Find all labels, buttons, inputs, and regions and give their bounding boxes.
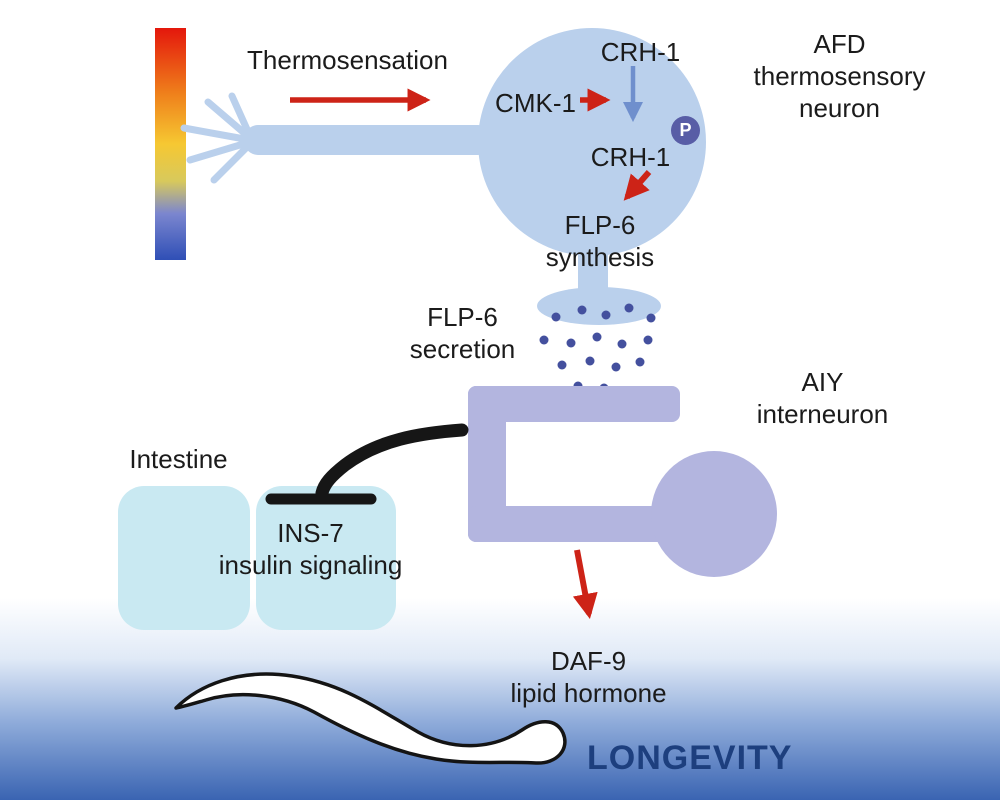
intestine-label: Intestine bbox=[129, 444, 228, 474]
ins7-label: INS-7 insulin signaling bbox=[218, 518, 403, 581]
afd-synaptic-bouton bbox=[537, 287, 661, 325]
ocean-gradient-background bbox=[0, 598, 1000, 800]
flp6-secretion-label: FLP-6 secretion bbox=[409, 302, 516, 365]
longevity-label: LONGEVITY bbox=[587, 739, 793, 777]
cmk1-label: CMK-1 bbox=[495, 88, 576, 118]
daf9-arrow bbox=[572, 549, 598, 619]
afd-dendrite-cilia bbox=[180, 92, 254, 184]
phosphate-badge: P bbox=[671, 116, 700, 145]
daf9-label: DAF-9 lipid hormone bbox=[510, 646, 667, 709]
thermosensation-label: Thermosensation bbox=[247, 45, 448, 75]
aiy-interneuron-label: AIY interneuron bbox=[756, 367, 889, 430]
afd-dendrite-process bbox=[244, 125, 492, 155]
crh1-to-flp6-arrow bbox=[623, 170, 652, 201]
crh1-phosphorylated-label: CRH-1 bbox=[590, 142, 671, 172]
worm-illustration bbox=[174, 672, 567, 765]
aiy-neuron-shape bbox=[468, 386, 777, 577]
afd-neuron-label: AFD thermosensory neuron bbox=[753, 29, 926, 124]
inhibition-connector bbox=[265, 423, 469, 505]
intestine-shape bbox=[118, 486, 396, 630]
crh1-upstream-label: CRH-1 bbox=[600, 37, 681, 67]
flp6-synthesis-label: FLP-6 synthesis bbox=[545, 210, 655, 273]
temperature-gradient-bar bbox=[155, 28, 186, 260]
